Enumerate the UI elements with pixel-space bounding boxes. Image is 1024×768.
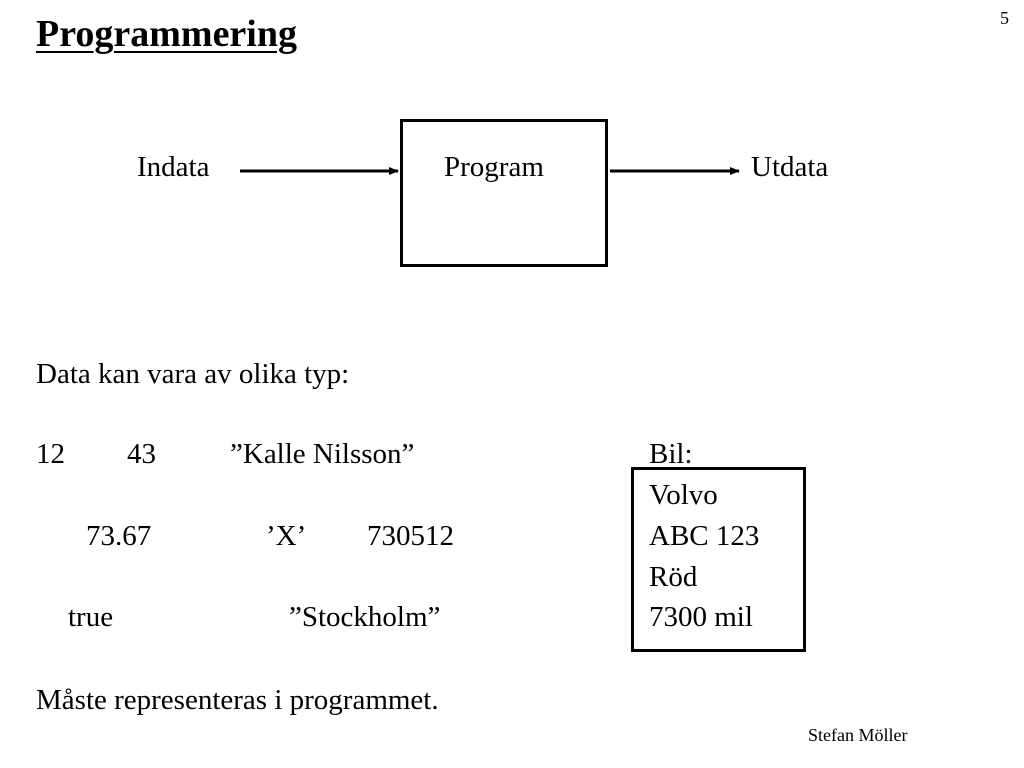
car-record-box	[631, 467, 806, 652]
value-kalle-nilsson: ”Kalle Nilsson”	[230, 438, 415, 470]
value-43: 43	[127, 438, 156, 470]
car-field-brand: Volvo	[649, 479, 718, 511]
output-label: Utdata	[751, 151, 829, 183]
program-label: Program	[444, 151, 544, 183]
car-field-color: Röd	[649, 561, 698, 593]
value-stockholm: ”Stockholm”	[289, 601, 441, 633]
value-true: true	[68, 601, 114, 633]
input-label: Indata	[137, 151, 210, 183]
conclusion-text: Måste representeras i programmet.	[36, 684, 439, 716]
value-73-67: 73.67	[86, 520, 152, 552]
page-number: 5	[1000, 8, 1009, 28]
car-field-mileage: 7300 mil	[649, 601, 753, 633]
value-x-char: ’X’	[266, 520, 307, 552]
footer-author: Stefan Möller	[808, 725, 908, 745]
value-12: 12	[36, 438, 65, 470]
program-box	[400, 119, 608, 267]
intro-text: Data kan vara av olika typ:	[36, 358, 350, 390]
slide-title: Programmering	[36, 13, 297, 55]
value-730512: 730512	[367, 520, 454, 552]
car-label: Bil:	[649, 438, 693, 470]
car-field-plate: ABC 123	[649, 520, 760, 552]
